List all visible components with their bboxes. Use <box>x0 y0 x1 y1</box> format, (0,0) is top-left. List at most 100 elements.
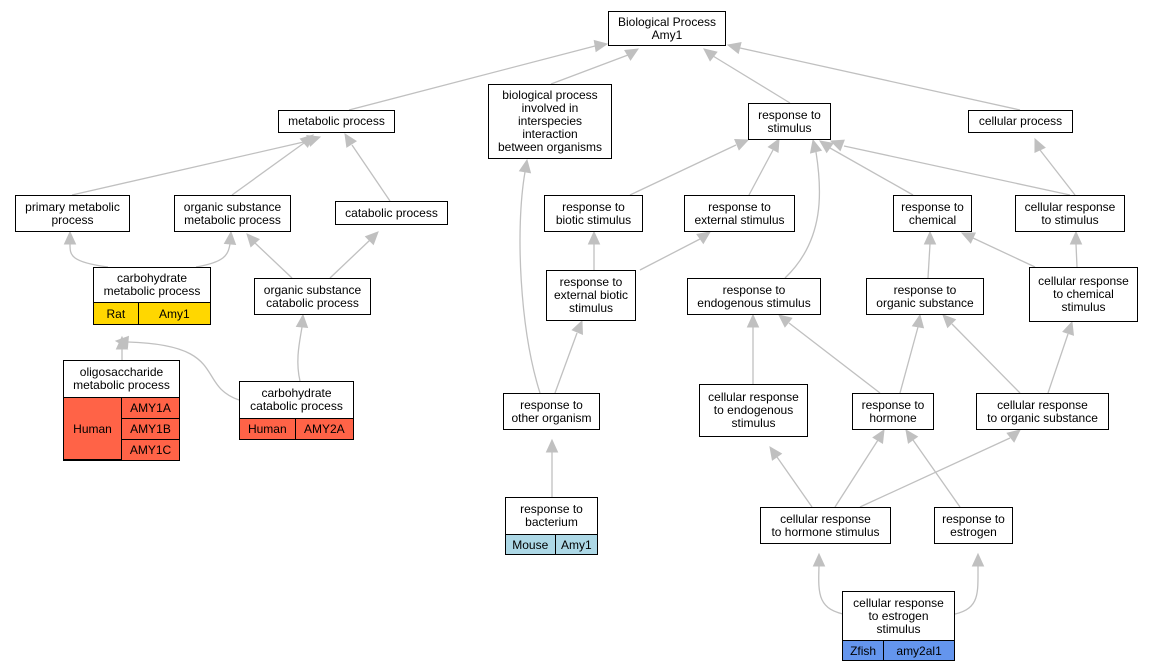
node-response-to-endogenous-stimulus[interactable]: response to endogenous stimulus <box>687 278 821 315</box>
edge-line <box>843 145 1071 196</box>
arrowhead <box>587 230 601 245</box>
arrowhead <box>518 158 532 174</box>
edge-line <box>776 456 813 508</box>
species-cell: Zfish <box>843 641 885 660</box>
edge-line <box>829 147 914 196</box>
arrowhead <box>1034 137 1046 153</box>
edge-line <box>351 144 391 202</box>
node-cellular-response-to-chemical-stimulus[interactable]: cellular response to chemical stimulus <box>1029 267 1138 322</box>
arrowhead <box>734 139 750 151</box>
arrowhead <box>819 140 834 154</box>
node-organic-substance-metabolic-process[interactable]: organic substance metabolic process <box>174 195 291 232</box>
node-response-to-hormone[interactable]: response to hormone <box>852 393 934 430</box>
node-bp-interspecies-interaction[interactable]: biological process involved in interspec… <box>488 84 612 159</box>
edge-line <box>1075 243 1078 268</box>
species-cell: Human <box>64 398 122 460</box>
node-carbohydrate-catabolic-process[interactable]: carbohydrate catabolic process <box>239 381 354 418</box>
edge-line <box>629 144 737 196</box>
arrowhead <box>872 428 885 444</box>
arrowhead <box>905 429 919 444</box>
node-cellular-response-to-hormone-stimulus[interactable]: cellular response to hormone stimulus <box>760 507 891 544</box>
arrowhead <box>812 552 826 567</box>
node-response-to-biotic-stimulus[interactable]: response to biotic stimulus <box>544 195 643 232</box>
arrowhead <box>696 231 711 245</box>
edge-line <box>550 54 629 85</box>
node-response-to-stimulus[interactable]: response to stimulus <box>748 103 831 140</box>
annotation-table-bacterium: Mouse Amy1 <box>505 534 598 555</box>
arrowhead <box>545 438 559 453</box>
node-response-to-organic-substance[interactable]: response to organic substance <box>866 278 984 315</box>
edge-line <box>519 171 541 394</box>
node-biological-process[interactable]: Biological Process Amy1 <box>608 11 726 46</box>
arrowhead <box>746 313 760 328</box>
species-cell: Mouse <box>506 535 556 554</box>
edge-line <box>788 322 881 394</box>
node-cellular-process[interactable]: cellular process <box>968 110 1073 133</box>
edge-line <box>859 437 1011 508</box>
arrowhead <box>246 233 260 248</box>
gene-cell: amy2al1 <box>883 641 954 660</box>
node-response-to-external-stimulus[interactable]: response to external stimulus <box>684 195 795 232</box>
gene-cell: AMY1A <box>121 398 179 419</box>
node-oligosaccharide-metabolic-process[interactable]: oligosaccharide metabolic process <box>63 360 180 397</box>
arrowhead <box>829 139 845 152</box>
edge-line <box>1047 333 1069 394</box>
edge-line <box>899 326 919 394</box>
arrowhead <box>1062 320 1075 336</box>
annotation-table-oligosaccharide: Human AMY1A AMY1B AMY1C <box>63 397 180 461</box>
arrowhead <box>767 137 780 153</box>
node-cellular-response-to-organic-substance[interactable]: cellular response to organic substance <box>976 393 1109 430</box>
arrowhead <box>624 48 640 61</box>
gene-cell: Amy1 <box>137 303 210 324</box>
edge-line <box>348 45 596 111</box>
edge-line <box>949 565 979 616</box>
arrowhead <box>571 319 583 335</box>
edge-line <box>297 326 303 382</box>
arrowhead <box>911 313 925 329</box>
edge-line <box>784 151 821 279</box>
node-carbohydrate-metabolic-process[interactable]: carbohydrate metabolic process <box>93 267 211 302</box>
node-cellular-response-to-estrogen-stimulus[interactable]: cellular response to estrogen stimulus <box>842 591 955 640</box>
edge-line <box>554 332 578 394</box>
node-response-to-bacterium[interactable]: response to bacterium <box>505 497 598 534</box>
edge-line <box>951 323 1021 394</box>
node-metabolic-process[interactable]: metabolic process <box>278 110 395 133</box>
edge-line <box>639 238 701 271</box>
node-response-to-estrogen[interactable]: response to estrogen <box>934 507 1013 544</box>
arrowhead <box>344 132 358 148</box>
node-organic-substance-catabolic-process[interactable]: organic substance catabolic process <box>254 278 371 315</box>
edge-line <box>912 439 961 508</box>
edge-line <box>195 243 231 268</box>
node-response-to-other-organism[interactable]: response to other organism <box>503 393 600 430</box>
edge-line <box>71 140 309 196</box>
annotation-table-carbohydrate-metabolic: Rat Amy1 <box>93 302 211 325</box>
node-response-to-external-biotic-stimulus[interactable]: response to external biotic stimulus <box>546 270 636 321</box>
arrowhead <box>63 230 77 245</box>
node-primary-metabolic-process[interactable]: primary metabolic process <box>15 195 130 232</box>
arrowhead <box>726 41 742 55</box>
arrowhead <box>114 335 129 349</box>
edge-line <box>972 237 1036 268</box>
arrowhead <box>703 48 718 62</box>
edge-line <box>927 243 931 279</box>
edge-line <box>127 341 240 401</box>
edge-line <box>712 55 791 104</box>
node-catabolic-process[interactable]: catabolic process <box>335 201 448 225</box>
edge-line <box>254 242 293 279</box>
arrowhead <box>299 134 314 148</box>
arrowhead <box>971 552 985 567</box>
gene-cell: AMY2A <box>294 419 353 439</box>
node-cellular-response-to-endogenous-stimulus[interactable]: cellular response to endogenous stimulus <box>699 384 808 437</box>
arrowhead <box>769 446 783 461</box>
node-cellular-response-to-stimulus[interactable]: cellular response to stimulus <box>1015 195 1125 232</box>
arrowhead <box>295 313 309 328</box>
edge-line <box>329 239 371 279</box>
species-cell: Rat <box>94 303 139 324</box>
arrowhead <box>960 232 976 244</box>
arrowhead <box>1069 230 1083 245</box>
arrowhead <box>778 314 793 328</box>
edge-line <box>834 439 879 508</box>
node-response-to-chemical[interactable]: response to chemical <box>893 195 972 232</box>
arrowhead <box>223 230 237 245</box>
